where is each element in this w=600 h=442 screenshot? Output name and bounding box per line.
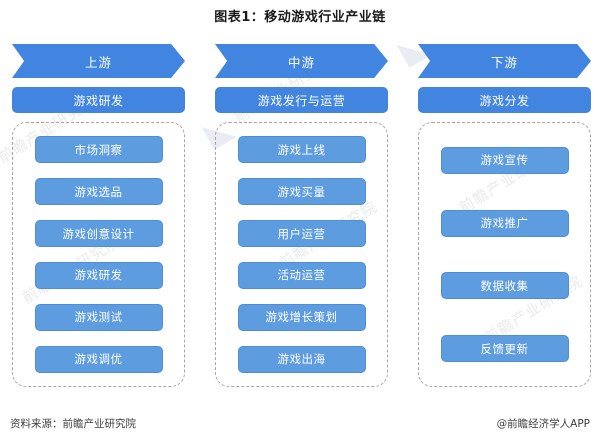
list-item[interactable]: 用户运营 (237, 220, 366, 248)
list-item[interactable]: 游戏推广 (440, 209, 569, 237)
list-item[interactable]: 游戏选品 (34, 178, 163, 206)
list-item[interactable]: 游戏调优 (34, 345, 163, 373)
sub-header-downstream: 游戏分发 (418, 87, 591, 113)
page-title: 图表1：移动游戏行业产业链 (214, 10, 386, 25)
list-item[interactable]: 活动运营 (237, 261, 366, 289)
list-item[interactable]: 数据收集 (440, 272, 569, 300)
list-item[interactable]: 市场洞察 (34, 136, 163, 164)
list-item[interactable]: 游戏创意设计 (34, 220, 163, 248)
column-downstream: 下游 游戏分发 游戏宣传 游戏推广 数据收集 反馈更新 (418, 44, 591, 387)
footer: 资料来源：前瞻产业研究院 @前瞻经济学人APP (0, 416, 600, 432)
list-item[interactable]: 游戏买量 (237, 178, 366, 206)
banner-midstream: 中游 (215, 44, 388, 78)
items-container-midstream: 游戏上线 游戏买量 用户运营 活动运营 游戏增长策划 游戏出海 (215, 122, 388, 387)
list-item[interactable]: 游戏出海 (237, 345, 366, 373)
list-item[interactable]: 游戏研发 (34, 261, 163, 289)
list-item[interactable]: 反馈更新 (440, 335, 569, 363)
items-container-downstream: 游戏宣传 游戏推广 数据收集 反馈更新 (418, 122, 591, 387)
column-midstream: 中游 游戏发行与运营 游戏上线 游戏买量 用户运营 活动运营 游戏增长策划 游戏… (215, 44, 388, 387)
banner-upstream: 上游 (12, 44, 185, 78)
sub-header-midstream: 游戏发行与运营 (215, 87, 388, 113)
app-credit: @前瞻经济学人APP (496, 418, 590, 430)
items-container-upstream: 市场洞察 游戏选品 游戏创意设计 游戏研发 游戏测试 游戏调优 (12, 122, 185, 387)
banner-downstream: 下游 (418, 44, 591, 78)
sub-header-upstream: 游戏研发 (12, 87, 185, 113)
source-text: 资料来源：前瞻产业研究院 (10, 418, 136, 430)
list-item[interactable]: 游戏测试 (34, 303, 163, 331)
list-item[interactable]: 游戏增长策划 (237, 303, 366, 331)
column-upstream: 上游 游戏研发 市场洞察 游戏选品 游戏创意设计 游戏研发 游戏测试 游戏调优 (12, 44, 185, 387)
list-item[interactable]: 游戏上线 (237, 136, 366, 164)
list-item[interactable]: 游戏宣传 (440, 146, 569, 174)
